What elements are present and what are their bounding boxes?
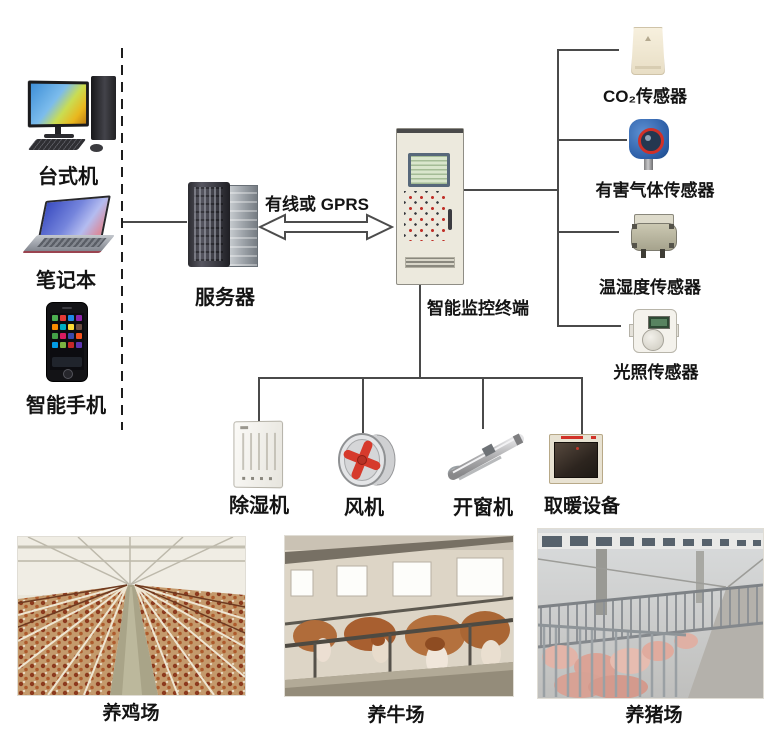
cabinet-screen-icon xyxy=(408,153,450,187)
pc-monitor-icon xyxy=(27,80,89,128)
desktop-label: 台式机 xyxy=(38,166,98,188)
cattle-farm-photo xyxy=(285,536,513,696)
connector-line xyxy=(462,189,557,191)
connector-line xyxy=(258,377,260,423)
connector-line xyxy=(559,49,619,51)
phone-app-grid-icon xyxy=(50,313,84,370)
gas-sensor-image xyxy=(628,119,670,171)
cabinet-buttons-icon xyxy=(404,191,446,241)
desktop-computer-image xyxy=(27,76,120,154)
pig-farm-label: 养猪场 xyxy=(625,705,683,726)
smartphone-image xyxy=(46,302,88,382)
co2-sensor-image xyxy=(631,27,665,75)
chicken-farm-photo xyxy=(18,537,245,695)
fan-label: 风机 xyxy=(344,497,384,519)
window-opener-label: 开窗机 xyxy=(453,497,513,519)
mouse-icon xyxy=(90,144,103,152)
laptop-label: 笔记本 xyxy=(36,270,96,292)
pc-tower-icon xyxy=(91,76,116,140)
pig-farm-photo xyxy=(538,529,763,698)
home-button-icon xyxy=(63,369,73,379)
connector-line xyxy=(123,221,187,223)
dashed-divider-line xyxy=(121,48,123,430)
window-opener-image xyxy=(447,433,524,481)
heater-label: 取暖设备 xyxy=(543,496,620,517)
dehumidifier-label: 除湿机 xyxy=(229,495,289,517)
connector-line xyxy=(482,377,484,429)
chicken-farm-label: 养鸡场 xyxy=(102,703,160,724)
link-label: 有线或 GPRS xyxy=(265,195,369,214)
cattle-farm-label: 养牛场 xyxy=(367,705,425,726)
terminal-cabinet-image xyxy=(396,128,464,285)
gas-sensor-label: 有害气体传感器 xyxy=(595,181,715,200)
double-arrow-icon xyxy=(258,213,394,241)
heater-image xyxy=(549,434,603,484)
dehumidifier-image xyxy=(233,420,284,489)
temphumidity-sensor-image xyxy=(631,214,677,260)
light-sensor-image xyxy=(629,309,679,353)
connector-line xyxy=(559,325,621,327)
connector-line xyxy=(581,377,583,435)
sensor-trunk-line xyxy=(557,49,559,327)
smartphone-label: 智能手机 xyxy=(26,395,106,417)
laptop-image xyxy=(22,195,116,258)
cabinet-vent-icon xyxy=(405,257,455,268)
connector-line xyxy=(362,377,364,433)
fan-image xyxy=(338,433,396,487)
connector-line xyxy=(419,283,421,379)
server-image xyxy=(186,182,258,268)
co2-sensor-label: CO₂传感器 xyxy=(602,87,688,106)
keyboard-icon xyxy=(27,139,87,150)
connector-line xyxy=(559,231,619,233)
cabinet-handle-icon xyxy=(448,209,452,230)
terminal-label: 智能监控终端 xyxy=(427,299,529,318)
light-sensor-label: 光照传感器 xyxy=(613,363,699,382)
actuator-bus-line xyxy=(258,377,583,379)
laptop-base-icon xyxy=(22,235,116,253)
temphumidity-sensor-label: 温湿度传感器 xyxy=(599,278,701,297)
server-label: 服务器 xyxy=(195,287,255,309)
connector-line xyxy=(559,139,627,141)
